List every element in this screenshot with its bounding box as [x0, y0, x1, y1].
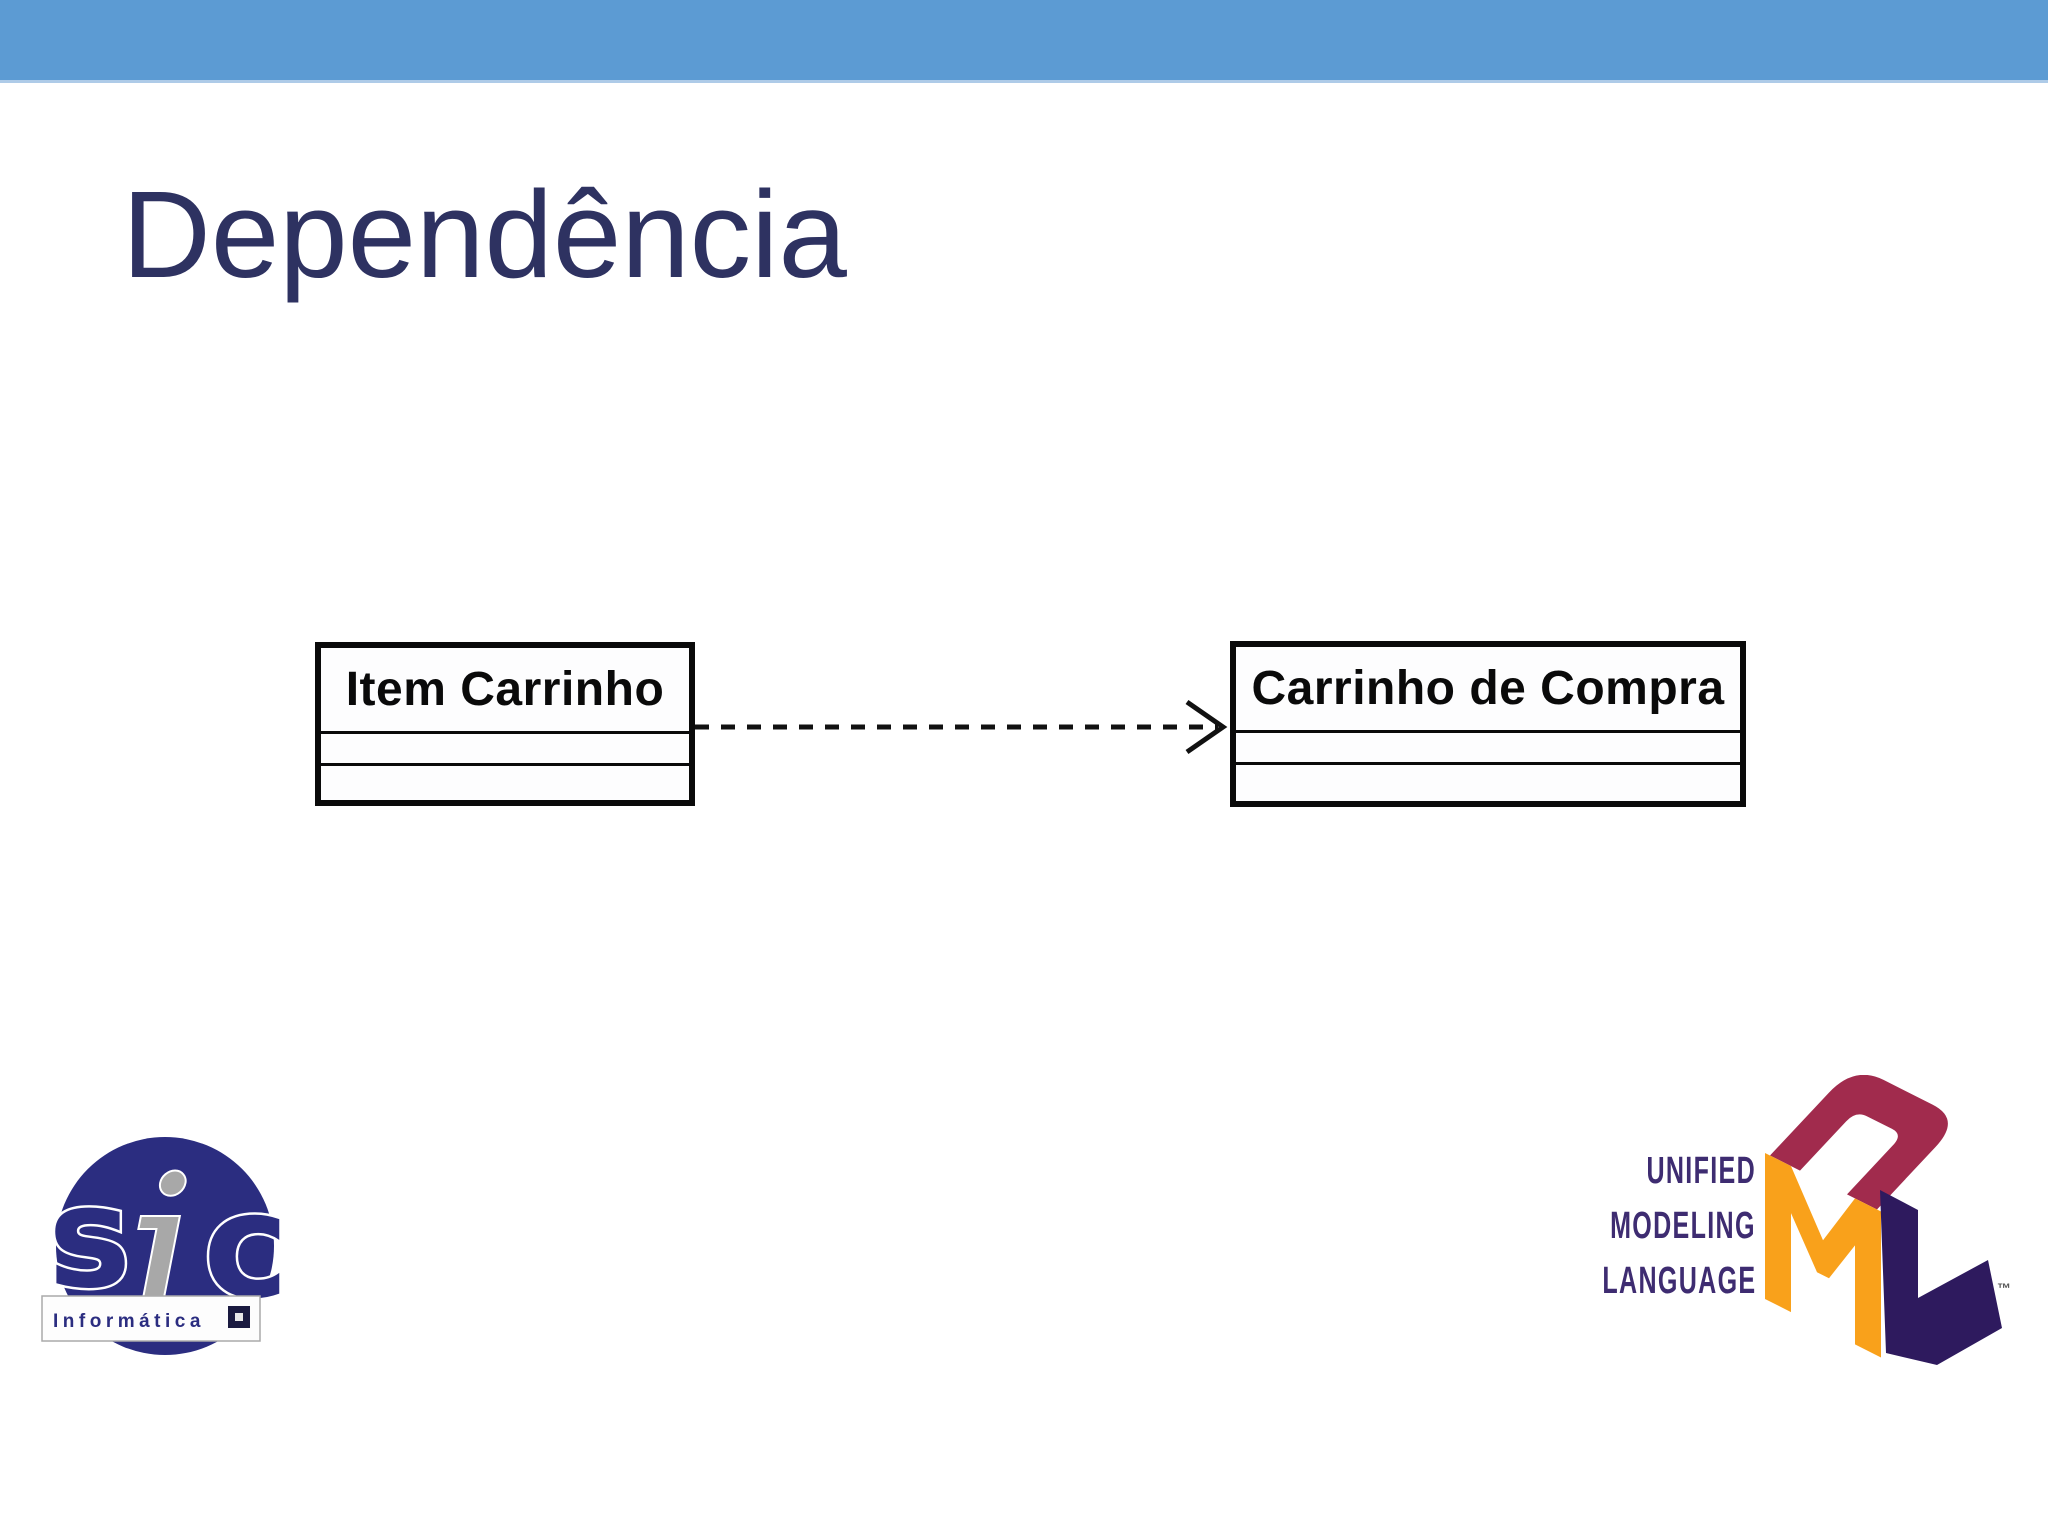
sic-banner-mark-inner: [235, 1313, 243, 1321]
open-arrowhead-icon: [1185, 699, 1228, 755]
class-operations-compartment: [321, 763, 689, 800]
uml-wordmark-line-unified: UNIFIED: [1646, 1150, 1756, 1192]
class-box-item-carrinho: Item Carrinho: [315, 642, 695, 806]
slide-top-accent-bar: [0, 0, 2048, 83]
trademark-symbol: ™: [1997, 1280, 2011, 1296]
class-operations-compartment: [1236, 762, 1740, 801]
class-attributes-compartment: [1236, 730, 1740, 762]
uml-cube-letter-u: [1770, 1075, 1948, 1210]
uml-cube-letter-l: [1880, 1190, 2002, 1365]
uml-cube-letter-m: [1765, 1153, 1881, 1358]
class-box-carrinho-de-compra: Carrinho de Compra: [1230, 641, 1746, 807]
sic-banner-text: Informática: [53, 1311, 205, 1332]
uml-cube-logo: ™: [1765, 1075, 2011, 1365]
class-attributes-compartment: [321, 731, 689, 763]
sic-letter-s: s: [48, 1157, 131, 1320]
uml-wordmark-line-modeling: MODELING: [1610, 1205, 1756, 1247]
uml-wordmark-line-language: LANGUAGE: [1601, 1260, 1756, 1302]
class-name-label: Item Carrinho: [345, 663, 665, 716]
slide-title: Dependência: [122, 167, 847, 304]
sic-informatica-logo: i s c Informática: [41, 1129, 280, 1378]
dependency-arrow: [695, 699, 1228, 755]
class-name-label: Carrinho de Compra: [1251, 662, 1725, 715]
sic-banner-ribbon: [41, 1295, 261, 1342]
